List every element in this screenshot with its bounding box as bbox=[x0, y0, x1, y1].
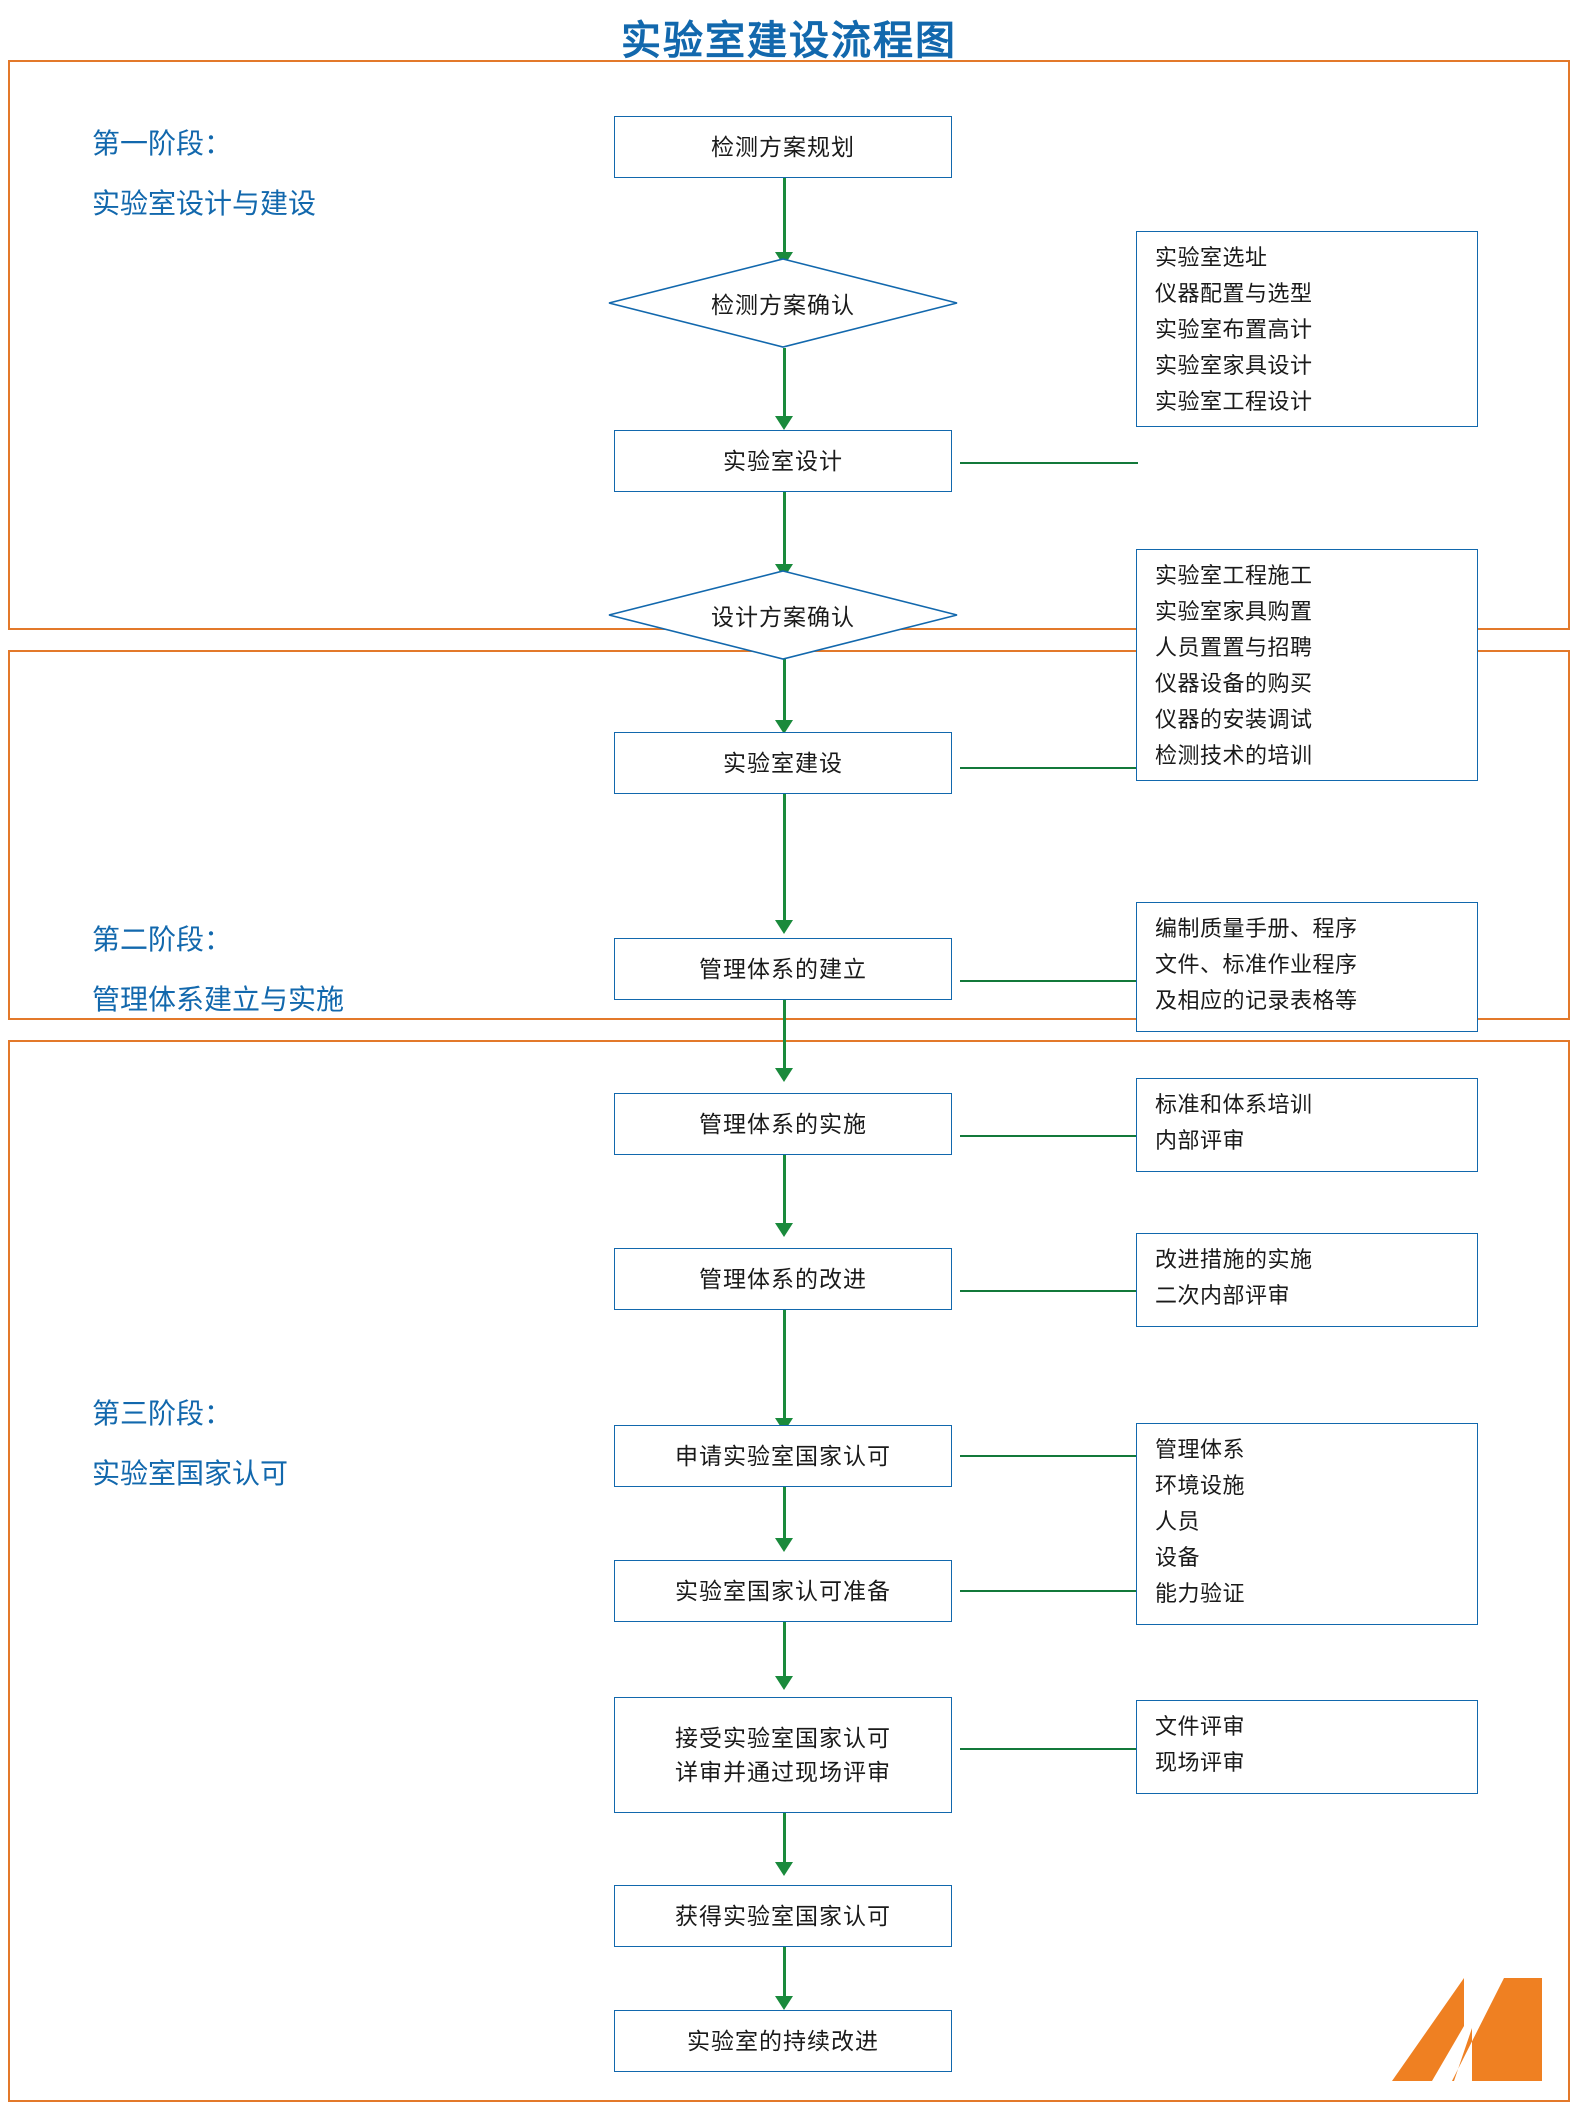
note-line: 人员 bbox=[1155, 1509, 1201, 1534]
note-lab-construction-items: 实验室工程施工 实验室家具购置 人员置置与招聘 仪器设备的购买 仪器的安装调试 … bbox=[1136, 549, 1478, 781]
note-line: 仪器设备的购买 bbox=[1155, 671, 1313, 696]
note-line: 检测技术的培训 bbox=[1155, 743, 1313, 768]
arrow-n6-n7 bbox=[775, 1068, 793, 1082]
arrow-n5-n6 bbox=[775, 920, 793, 934]
connector-n6-n7 bbox=[783, 1000, 786, 1076]
leader-n8-note5 bbox=[960, 1290, 1138, 1292]
note-line: 编制质量手册、程序 bbox=[1155, 916, 1358, 941]
note-line: 标准和体系培训 bbox=[1155, 1092, 1313, 1117]
note-line: 文件、标准作业程序 bbox=[1155, 952, 1358, 977]
note-line: 管理体系 bbox=[1155, 1437, 1246, 1462]
note-line: 实验室选址 bbox=[1155, 245, 1268, 270]
leader-n11-note7 bbox=[960, 1748, 1138, 1750]
connector-n12-n13 bbox=[783, 1947, 786, 2003]
phase-3-caption-line1: 第三阶段： bbox=[92, 1398, 233, 1429]
node-detection-plan[interactable]: 检测方案规划 bbox=[614, 116, 952, 178]
leader-n3-note1 bbox=[960, 462, 1138, 464]
connector-n10-n11 bbox=[783, 1622, 786, 1684]
node-mgmt-system-implement[interactable]: 管理体系的实施 bbox=[614, 1093, 952, 1155]
phase-2-caption-line2: 管理体系建立与实施 bbox=[92, 984, 345, 1015]
phase-1-caption-line2: 实验室设计与建设 bbox=[92, 188, 317, 219]
phase-1-caption-line1: 第一阶段： bbox=[92, 128, 233, 159]
logo-icon bbox=[1392, 1978, 1542, 2081]
leader-n7-note4 bbox=[960, 1135, 1138, 1137]
node-mgmt-system-improve[interactable]: 管理体系的改进 bbox=[614, 1248, 952, 1310]
note-line: 人员置置与招聘 bbox=[1155, 635, 1313, 660]
arrow-n12-n13 bbox=[775, 1996, 793, 2010]
node-accreditation-prep[interactable]: 实验室国家认可准备 bbox=[614, 1560, 952, 1622]
diamond-shape bbox=[608, 258, 958, 348]
note-line: 实验室家具购置 bbox=[1155, 599, 1313, 624]
note-line: 能力验证 bbox=[1155, 1581, 1246, 1606]
node-mgmt-system-establish[interactable]: 管理体系的建立 bbox=[614, 938, 952, 1000]
note-line: 仪器配置与选型 bbox=[1155, 281, 1313, 306]
leader-n5-note2 bbox=[960, 767, 1138, 769]
connector-n9-n10 bbox=[783, 1487, 786, 1547]
note-mgmt-establish-items: 编制质量手册、程序 文件、标准作业程序 及相应的记录表格等 bbox=[1136, 902, 1478, 1032]
note-lab-design-items: 实验室选址 仪器配置与选型 实验室布置高计 实验室家具设计 实验室工程设计 bbox=[1136, 231, 1478, 427]
arrow-n9-n10 bbox=[775, 1538, 793, 1552]
note-line: 设备 bbox=[1155, 1545, 1201, 1570]
connector-n5-n6 bbox=[783, 794, 786, 926]
note-line: 实验室工程施工 bbox=[1155, 563, 1313, 588]
note-line: 改进措施的实施 bbox=[1155, 1247, 1313, 1272]
leader-n6-note3 bbox=[960, 980, 1138, 982]
note-line: 文件评审 bbox=[1155, 1714, 1246, 1739]
node-lab-construction[interactable]: 实验室建设 bbox=[614, 732, 952, 794]
note-line: 内部评审 bbox=[1155, 1128, 1246, 1153]
note-mgmt-improve-items: 改进措施的实施 二次内部评审 bbox=[1136, 1233, 1478, 1327]
connector-n7-n8 bbox=[783, 1155, 786, 1231]
arrow-n11-n12 bbox=[775, 1862, 793, 1876]
note-review-items: 文件评审 现场评审 bbox=[1136, 1700, 1478, 1794]
connector-n2-n3 bbox=[783, 348, 786, 424]
note-line: 环境设施 bbox=[1155, 1473, 1246, 1498]
arrow-n2-n3 bbox=[775, 416, 793, 430]
note-line: 二次内部评审 bbox=[1155, 1283, 1291, 1308]
node-label: 设计方案确认 bbox=[711, 604, 855, 630]
note-line: 实验室家具设计 bbox=[1155, 353, 1313, 378]
diamond-shape bbox=[608, 570, 958, 660]
page-title: 实验室建设流程图 bbox=[621, 19, 957, 63]
node-detection-plan-confirm[interactable]: 检测方案确认 bbox=[608, 258, 958, 348]
node-accept-review[interactable]: 接受实验室国家认可 详审并通过现场评审 bbox=[614, 1697, 952, 1813]
node-obtain-accreditation[interactable]: 获得实验室国家认可 bbox=[614, 1885, 952, 1947]
node-apply-accreditation[interactable]: 申请实验室国家认可 bbox=[614, 1425, 952, 1487]
arrow-n4-n5 bbox=[775, 720, 793, 734]
leader-n9-note6 bbox=[960, 1455, 1138, 1457]
phase-3-caption-line2: 实验室国家认可 bbox=[92, 1458, 289, 1489]
note-line: 实验室工程设计 bbox=[1155, 389, 1313, 414]
connector-n3-n4 bbox=[783, 490, 786, 570]
connector-n11-n12 bbox=[783, 1813, 786, 1871]
node-lab-design[interactable]: 实验室设计 bbox=[614, 430, 952, 492]
company-logo bbox=[1392, 1966, 1552, 2084]
phase-2-caption-line1: 第二阶段： bbox=[92, 924, 233, 955]
node-design-plan-confirm[interactable]: 设计方案确认 bbox=[608, 570, 958, 660]
note-accreditation-items: 管理体系 环境设施 人员 设备 能力验证 bbox=[1136, 1423, 1478, 1625]
connector-n1-n2 bbox=[783, 178, 786, 258]
arrow-n7-n8 bbox=[775, 1223, 793, 1237]
note-line: 实验室布置高计 bbox=[1155, 317, 1313, 342]
leader-n10-note6 bbox=[960, 1590, 1138, 1592]
connector-n8-n9 bbox=[783, 1310, 786, 1424]
note-line: 仪器的安装调试 bbox=[1155, 707, 1313, 732]
note-line: 现场评审 bbox=[1155, 1750, 1246, 1775]
node-label: 检测方案确认 bbox=[711, 292, 855, 318]
note-mgmt-implement-items: 标准和体系培训 内部评审 bbox=[1136, 1078, 1478, 1172]
node-continuous-improve[interactable]: 实验室的持续改进 bbox=[614, 2010, 952, 2072]
arrow-n10-n11 bbox=[775, 1676, 793, 1690]
note-line: 及相应的记录表格等 bbox=[1155, 988, 1358, 1013]
connector-n4-n5 bbox=[783, 658, 786, 728]
